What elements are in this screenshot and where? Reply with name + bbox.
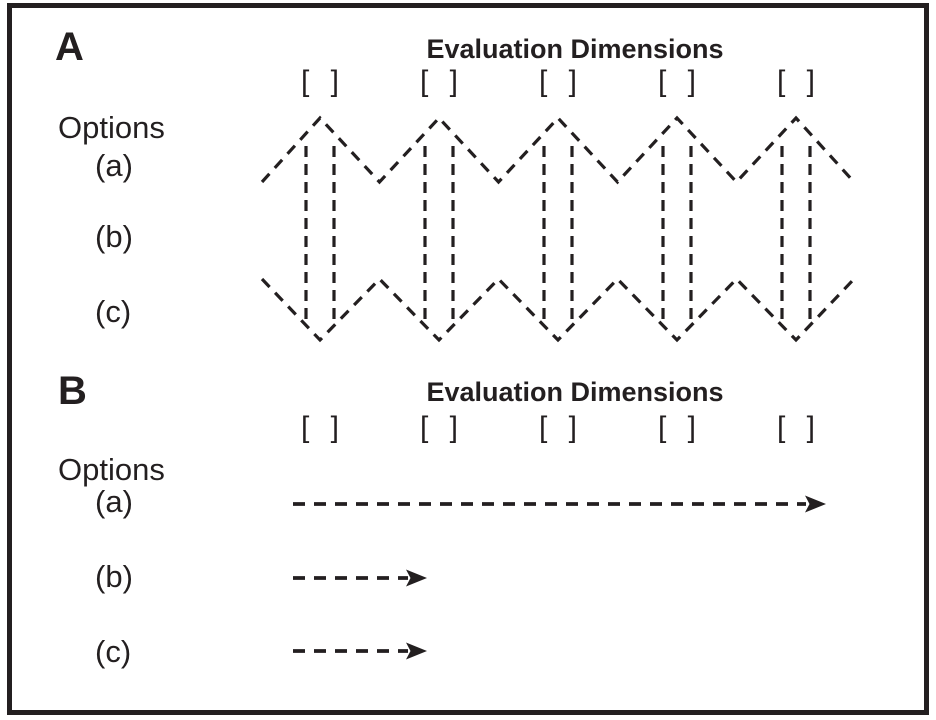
option-b-short-arrow (293, 569, 427, 587)
panel-b-letter: B (58, 369, 88, 413)
panel-a-title: Evaluation Dimensions (426, 34, 724, 64)
panel-b-option-b-label: (b) (95, 559, 133, 594)
arrow-head-icon (406, 642, 427, 660)
panel-a-zigzag-pattern (260, 115, 856, 343)
panel-b-dimension-marker-5: [ ] (776, 411, 815, 444)
arrow-head-icon (805, 495, 826, 513)
panel-a-option-c-label: (c) (95, 294, 132, 329)
panel-a-dimension-marker-4: [ ] (657, 65, 696, 98)
panel-a-dimension-marker-5: [ ] (776, 65, 815, 98)
panel-a-options-heading: Options (58, 110, 165, 145)
arrow-head-icon (406, 569, 427, 587)
panel-a-dimension-marker-3: [ ] (538, 65, 577, 98)
panel-a-option-b-label: (b) (95, 219, 133, 254)
panel-a-dimension-marker-2: [ ] (419, 65, 458, 98)
panel-a-option-a-label: (a) (95, 148, 133, 183)
panel-b-arrow-pattern (293, 495, 826, 660)
figure-border (7, 3, 929, 715)
panel-b-options-heading: Options (58, 452, 165, 487)
panel-b-option-a-label: (a) (95, 484, 133, 519)
panel-a-dimension-marker-1: [ ] (300, 65, 339, 98)
panel-b-dimension-marker-1: [ ] (300, 411, 339, 444)
panel-b-title: Evaluation Dimensions (426, 377, 724, 407)
zigzag-top-line (260, 115, 856, 185)
panel-a-letter: A (55, 25, 85, 69)
option-c-short-arrow (293, 642, 427, 660)
zigzag-bottom-line (260, 276, 856, 343)
panel-b-option-c-label: (c) (95, 634, 132, 669)
panel-b-dimension-marker-4: [ ] (657, 411, 696, 444)
panel-b-dimension-marker-2: [ ] (419, 411, 458, 444)
dimension-vertical-lines (304, 146, 812, 320)
panel-b-dimension-marker-3: [ ] (538, 411, 577, 444)
option-a-long-arrow (293, 495, 826, 513)
